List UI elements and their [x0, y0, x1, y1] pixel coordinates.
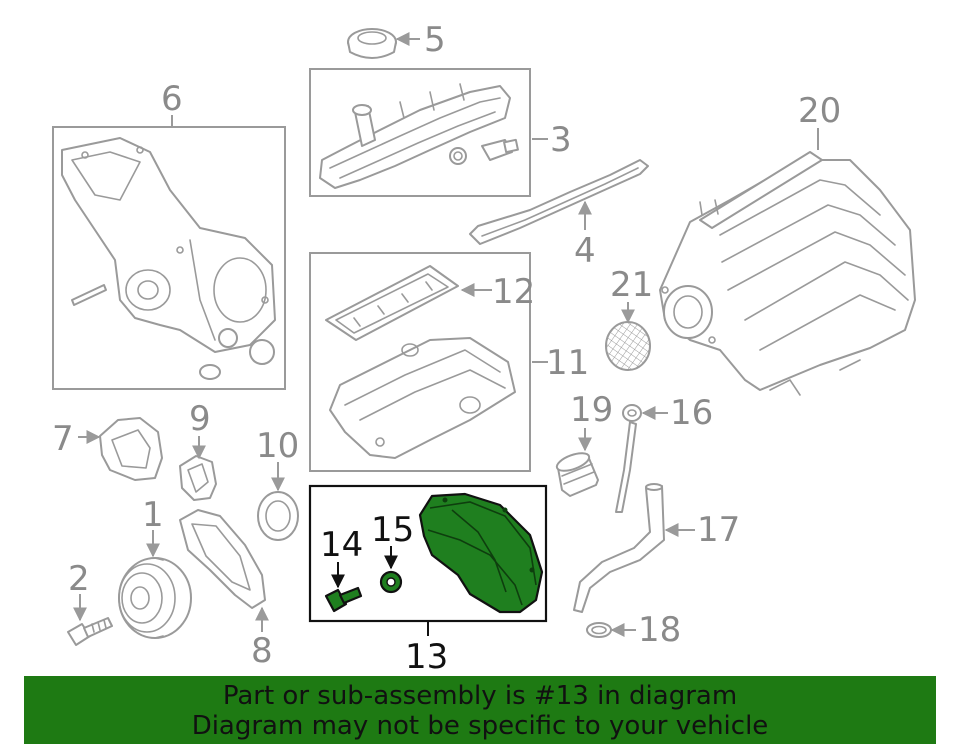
callout-18: 18 — [638, 610, 681, 650]
oil-filter — [555, 428, 599, 497]
callout-4: 4 — [574, 231, 596, 271]
callout-7: 7 — [52, 419, 74, 459]
gasket-9 — [179, 436, 217, 501]
upper-pan-gasket — [325, 265, 492, 341]
callout-21: 21 — [610, 265, 653, 305]
timing-cover-seals — [199, 328, 275, 380]
callout-labels: 1 2 3 4 5 6 7 8 9 10 11 12 13 14 15 16 1… — [52, 20, 841, 677]
notice-banner: Part or sub-assembly is #13 in diagram D… — [24, 676, 936, 744]
upper-oil-pan — [329, 337, 516, 459]
callout-1: 1 — [142, 495, 164, 535]
oil-dipstick — [615, 404, 668, 513]
crank-pulley — [118, 530, 192, 639]
pcv-valve — [481, 138, 519, 161]
box-valve-cover — [309, 68, 531, 197]
crank-seal — [257, 462, 299, 541]
throttle-body-screen — [605, 302, 651, 371]
valve-cover-gasket — [469, 159, 649, 245]
callout-6: 6 — [161, 79, 183, 119]
pulley-bolt — [67, 594, 113, 646]
callout-17: 17 — [697, 510, 740, 550]
gasket-8 — [179, 509, 269, 632]
box-upper-oil-pan — [309, 252, 531, 472]
callout-3: 3 — [550, 120, 572, 160]
callout-16: 16 — [670, 393, 713, 433]
callout-9: 9 — [189, 399, 211, 439]
callout-19: 19 — [570, 390, 613, 430]
callout-14: 14 — [320, 525, 363, 565]
notice-line-2: Diagram may not be specific to your vehi… — [191, 711, 769, 741]
callout-12: 12 — [492, 272, 535, 312]
drain-plug-bolt — [324, 562, 363, 613]
callout-2: 2 — [68, 559, 90, 599]
box-timing-cover — [52, 126, 286, 390]
callout-5: 5 — [424, 20, 446, 60]
timing-cover — [61, 137, 276, 353]
notice-line-1: Part or sub-assembly is #13 in diagram — [222, 681, 738, 711]
cover-plate-7 — [78, 417, 163, 481]
callout-11: 11 — [546, 343, 589, 383]
tube-o-ring — [586, 622, 636, 638]
drain-plug-washer — [379, 546, 403, 594]
callout-10: 10 — [256, 426, 299, 466]
lower-oil-pan — [418, 492, 544, 614]
dowel-pin — [71, 284, 107, 306]
intake-manifold — [659, 128, 916, 396]
callout-8: 8 — [251, 631, 273, 671]
callout-20: 20 — [798, 91, 841, 131]
valve-cover — [319, 83, 511, 189]
dipstick-tube — [573, 483, 695, 613]
oil-filler-cap — [347, 28, 420, 59]
callout-15: 15 — [371, 510, 414, 550]
valve-cover-seal — [449, 147, 467, 165]
callout-13: 13 — [405, 637, 448, 677]
